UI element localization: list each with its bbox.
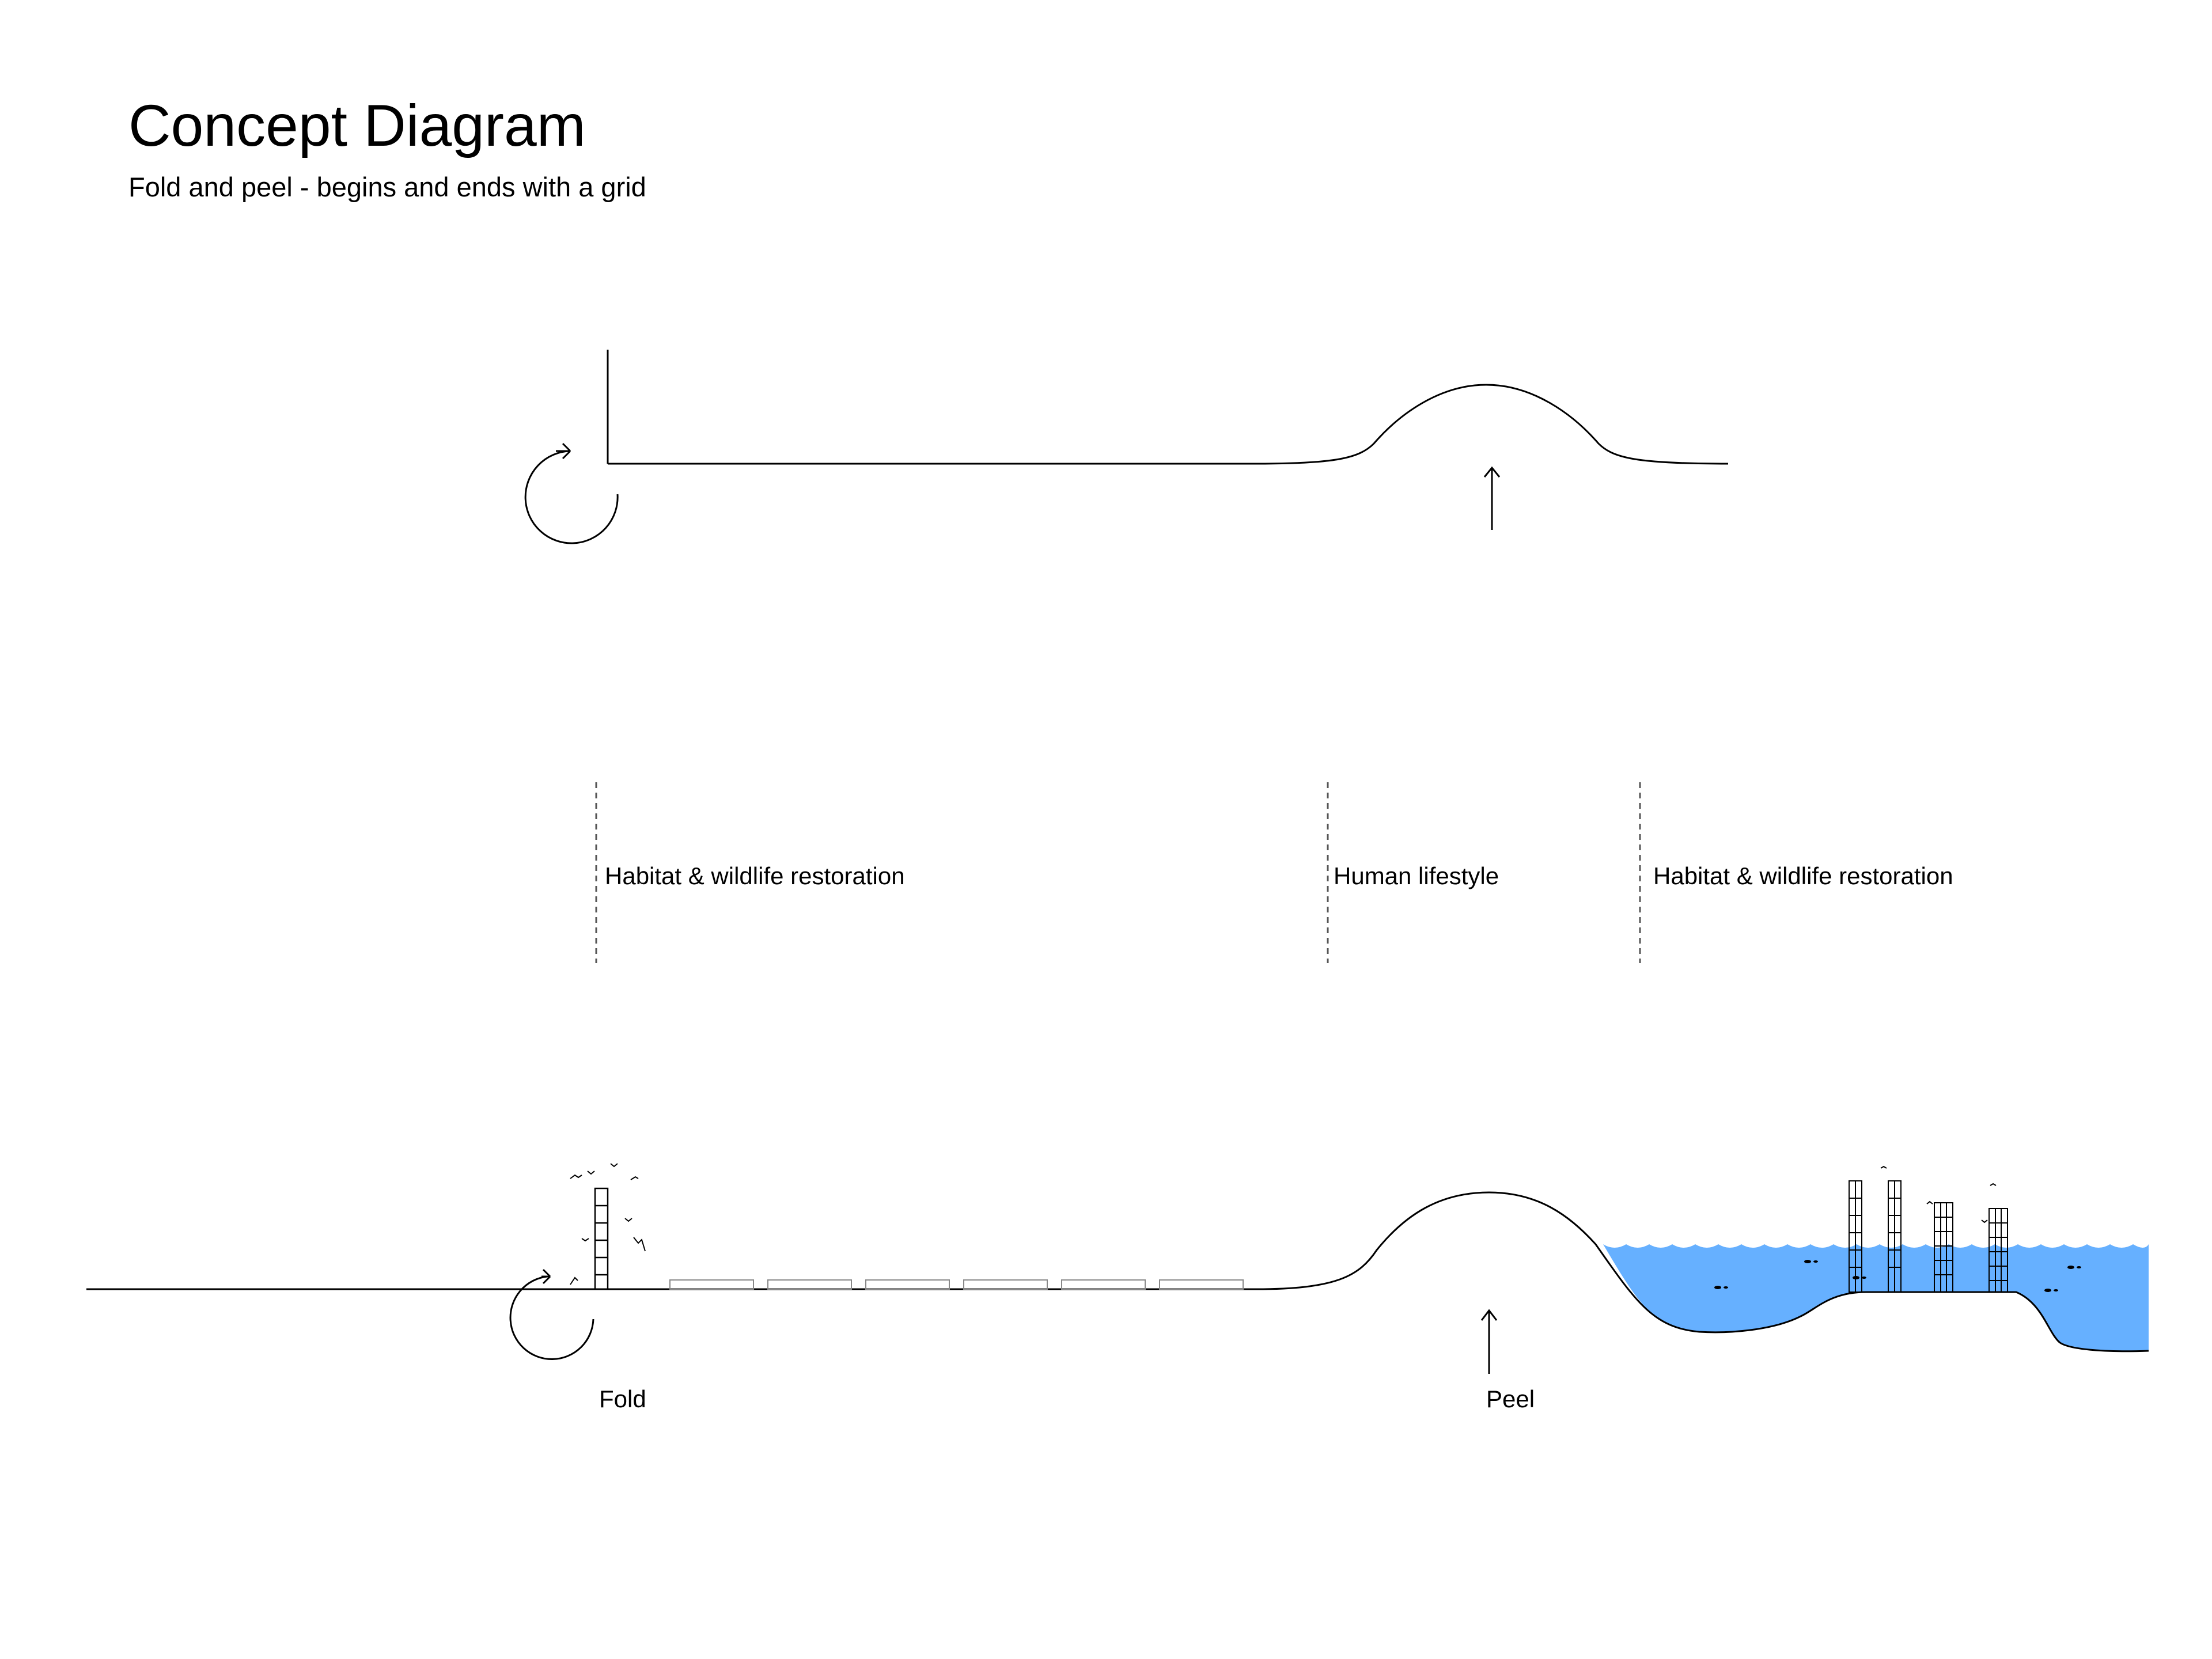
bottom-section-diagram	[86, 1163, 2149, 1374]
bird-icon	[1990, 1183, 1997, 1186]
bird-icon	[633, 1237, 646, 1252]
fish-icon	[1813, 1260, 1818, 1263]
platform	[1159, 1279, 1244, 1290]
fish-icon	[2067, 1266, 2074, 1269]
bird-icon	[1926, 1200, 1933, 1205]
platform	[767, 1279, 852, 1290]
fish-icon	[1804, 1260, 1811, 1263]
zone-label-habitat-left: Habitat & wildlife restoration	[605, 862, 905, 889]
grid-tower-icon	[1849, 1180, 1862, 1293]
fold-arrow-icon	[524, 450, 619, 544]
bird-icon	[624, 1218, 632, 1222]
bird-flock	[570, 1163, 646, 1285]
peel-arrow-icon	[1483, 466, 1501, 478]
bird-icon	[570, 1174, 582, 1179]
fold-arrow-icon	[556, 442, 571, 460]
bird-icon	[630, 1176, 639, 1180]
wave-icon	[1603, 1238, 2149, 1248]
bird-icon	[610, 1163, 618, 1168]
fold-arrow-icon	[509, 1268, 594, 1361]
peel-label: Peel	[1486, 1385, 1535, 1412]
top-section-diagram	[524, 350, 1729, 544]
fish-icon	[2044, 1289, 2051, 1292]
zone-label-habitat-right: Habitat & wildlife restoration	[1653, 862, 1953, 889]
grid-tower-icon	[1934, 1202, 1953, 1293]
grid-tower-icon	[1988, 1208, 2008, 1293]
page-subtitle: Fold and peel - begins and ends with a g…	[128, 172, 646, 202]
platform	[963, 1279, 1048, 1290]
grid-tower-icon	[594, 1187, 609, 1290]
platform	[1061, 1279, 1146, 1290]
bird-flock-water	[1880, 1165, 1997, 1224]
zone-dividers	[595, 782, 1641, 963]
bird-icon	[1880, 1165, 1887, 1169]
water-grid-towers	[1849, 1180, 2008, 1293]
bird-icon	[587, 1171, 595, 1175]
water-body	[1603, 1244, 2149, 1351]
peel-arrow-icon	[1480, 1309, 1498, 1374]
top-ground-line	[608, 384, 1729, 465]
fish-icon	[2054, 1289, 2058, 1291]
fish-icon	[1714, 1286, 1721, 1289]
bottom-ground-line	[86, 1191, 2149, 1353]
platform	[669, 1279, 754, 1290]
fold-label: Fold	[599, 1385, 646, 1412]
zone-label-human-lifestyle: Human lifestyle	[1334, 862, 1499, 889]
platform	[865, 1279, 950, 1290]
bird-icon	[1981, 1219, 1988, 1224]
grid-tower-icon	[1888, 1180, 1902, 1293]
fish-school	[1714, 1260, 2081, 1292]
fish-icon	[1862, 1277, 1866, 1279]
bird-icon	[570, 1277, 578, 1285]
boardwalk-platforms	[669, 1279, 1244, 1290]
bird-icon	[581, 1238, 589, 1242]
fish-icon	[2077, 1266, 2081, 1268]
fish-icon	[1853, 1276, 1859, 1279]
page-title: Concept Diagram	[128, 93, 586, 158]
fish-icon	[1724, 1286, 1728, 1289]
